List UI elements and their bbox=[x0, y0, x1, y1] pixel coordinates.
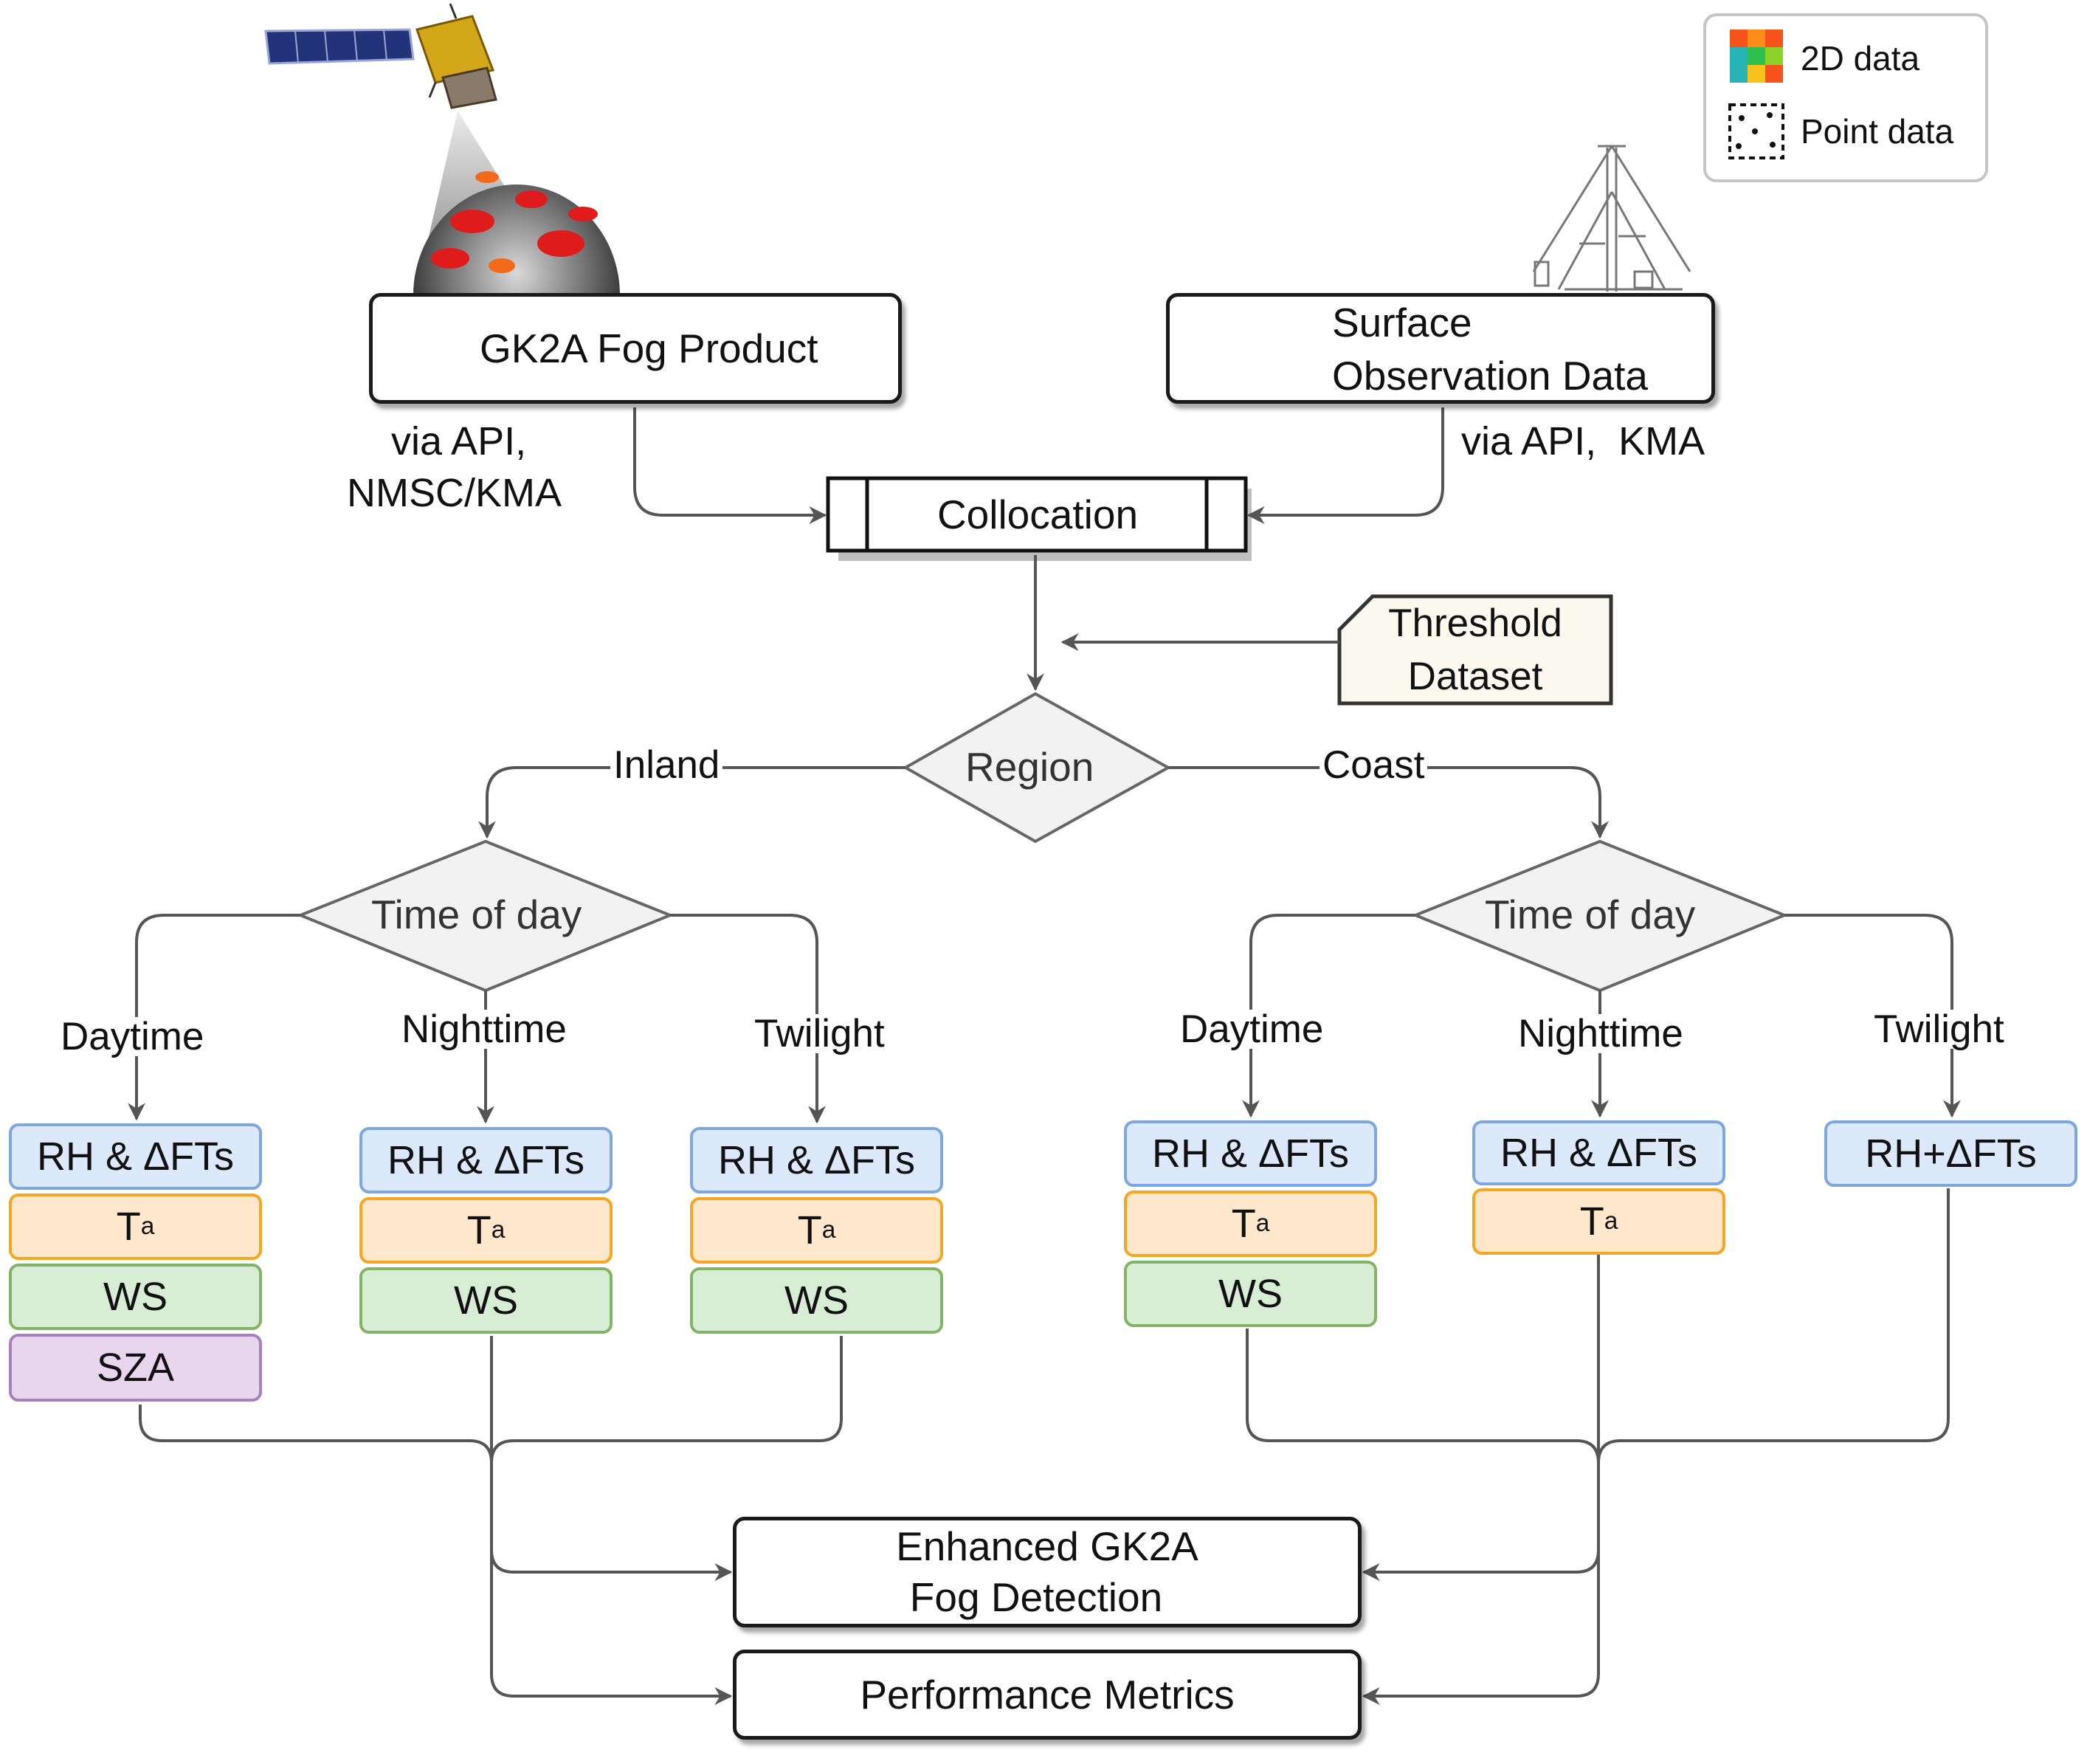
inland-time-of-day-label: Time of day bbox=[371, 892, 582, 937]
connector-inland-metrics bbox=[490, 1550, 733, 1705]
inland-daytime-label: Daytime bbox=[58, 1017, 207, 1056]
connector-coast-twilight bbox=[1784, 914, 1961, 1118]
coast-night-ta-sub: a bbox=[1604, 1207, 1618, 1235]
collocation-box bbox=[826, 476, 1252, 561]
satellite-illustration bbox=[264, 3, 620, 294]
inland-label: Inland bbox=[610, 745, 723, 785]
gk2a-fog-product-label: GK2A Fog Product bbox=[480, 325, 818, 371]
coast-day-ws: WS bbox=[1124, 1261, 1377, 1327]
satellite-body bbox=[415, 3, 497, 109]
surface-label-line1: Surface bbox=[1332, 300, 1472, 345]
legend-2d-label: 2D data bbox=[1801, 39, 1920, 77]
coast-daytime-label: Daytime bbox=[1177, 1010, 1327, 1049]
gk2a-source-line1: via API, bbox=[391, 419, 527, 464]
connector-coast-daytime bbox=[1242, 914, 1415, 1118]
performance-metrics-box: Performance Metrics bbox=[733, 1650, 1362, 1740]
connector-coast-merge-left bbox=[1246, 1329, 1600, 1464]
inland-twilight-ws-text: WS bbox=[784, 1278, 849, 1323]
enhanced-fog-detection-box: Enhanced GK2A Fog Detection bbox=[733, 1517, 1362, 1627]
threshold-dataset-shape bbox=[1337, 594, 1613, 706]
inland-twilight-rh-dfts: RH & ΔFTs bbox=[690, 1127, 943, 1193]
coast-day-rh-dfts-text: RH & ΔFTs bbox=[1151, 1131, 1350, 1176]
inland-night-ws: WS bbox=[359, 1267, 613, 1334]
legend-point-label: Point data bbox=[1801, 112, 1954, 151]
coast-time-of-day-label: Time of day bbox=[1485, 892, 1696, 937]
connector-surface-collocation bbox=[1246, 407, 1444, 524]
enhanced-line2: Fog Detection bbox=[909, 1574, 1163, 1620]
coast-day-rh-dfts: RH & ΔFTs bbox=[1124, 1120, 1377, 1187]
surface-observation-box: Surface Observation Data bbox=[1166, 293, 1715, 404]
inland-day-ta-sub: a bbox=[140, 1213, 155, 1240]
connector-inland-daytime bbox=[128, 914, 300, 1121]
enhanced-line1: Enhanced GK2A bbox=[896, 1523, 1198, 1570]
coast-twilight-label: Twilight bbox=[1871, 1010, 2007, 1049]
inland-twilight-rh-dfts-text: RH & ΔFTs bbox=[717, 1138, 916, 1182]
inland-day-ws: WS bbox=[9, 1264, 262, 1330]
connector-region-inland bbox=[478, 766, 905, 839]
inland-night-ta-main: T bbox=[466, 1208, 491, 1253]
connector-inland-twilight bbox=[670, 914, 826, 1124]
coast-label: Coast bbox=[1320, 745, 1428, 785]
connectors bbox=[128, 407, 1961, 1705]
connector-gk2a-collocation bbox=[633, 407, 827, 524]
earth-disk bbox=[413, 171, 620, 294]
connector-coast-enhanced bbox=[1362, 1255, 1600, 1581]
legend-point-icon bbox=[1728, 103, 1784, 159]
inland-twilight-label: Twilight bbox=[751, 1014, 888, 1053]
inland-day-ta-main: T bbox=[116, 1205, 141, 1249]
surface-source-label: via API, KMA bbox=[1461, 419, 1705, 464]
connector-coast-merge-right bbox=[1597, 1188, 1950, 1464]
solar-panel-left bbox=[264, 28, 415, 65]
inland-twilight-ws: WS bbox=[690, 1267, 943, 1334]
coast-twilight-rh-dfts: RH+ΔFTs bbox=[1824, 1120, 2077, 1187]
connector-inland-merge-right bbox=[490, 1336, 843, 1464]
performance-metrics-label: Performance Metrics bbox=[860, 1672, 1235, 1718]
threshold-dataset-label: Threshold Dataset bbox=[1339, 596, 1611, 703]
inland-day-rh-dfts-text: RH & ΔFTs bbox=[36, 1134, 235, 1179]
inland-day-rh-dfts: RH & ΔFTs bbox=[9, 1123, 262, 1190]
coast-night-ta-main: T bbox=[1579, 1199, 1604, 1244]
coast-day-ta-sub: a bbox=[1255, 1210, 1270, 1237]
gk2a-fog-product-box: GK2A Fog Product bbox=[369, 293, 902, 404]
region-label: Region bbox=[965, 744, 1094, 790]
inland-twilight-ta-sub: a bbox=[821, 1216, 836, 1244]
coast-night-rh-dfts-text: RH & ΔFTs bbox=[1500, 1131, 1698, 1175]
connector-region-coast bbox=[1168, 766, 1609, 839]
inland-twilight-ta-main: T bbox=[797, 1208, 822, 1253]
connector-inland-merge-left bbox=[139, 1405, 493, 1464]
surface-label-line2: Observation Data bbox=[1332, 352, 1648, 399]
legend-2d-icon bbox=[1730, 30, 1783, 83]
inland-night-rh-dfts: RH & ΔFTs bbox=[359, 1127, 613, 1193]
connector-inland-enhanced bbox=[490, 1336, 733, 1581]
inland-night-rh-dfts-text: RH & ΔFTs bbox=[387, 1138, 585, 1182]
coast-day-ta-main: T bbox=[1231, 1202, 1256, 1246]
coast-twilight-rh-dfts-text: RH+ΔFTs bbox=[1865, 1131, 2037, 1176]
inland-nighttime-label: Nighttime bbox=[399, 1010, 570, 1049]
collocation-label: Collocation bbox=[936, 492, 1139, 537]
observation-tower-illustration bbox=[1532, 145, 1691, 292]
threshold-line2: Dataset bbox=[1407, 654, 1543, 698]
coast-day-ws-text: WS bbox=[1218, 1272, 1283, 1316]
inland-night-ws-text: WS bbox=[454, 1278, 518, 1323]
coast-night-rh-dfts: RH & ΔFTs bbox=[1472, 1120, 1725, 1185]
gk2a-source-line2: NMSC/KMA bbox=[347, 471, 562, 515]
inland-day-ws-text: WS bbox=[103, 1275, 168, 1319]
coast-nighttime-label: Nighttime bbox=[1515, 1014, 1686, 1053]
inland-night-ta-sub: a bbox=[491, 1216, 506, 1244]
region-diamond bbox=[902, 692, 1172, 844]
inland-day-sza: SZA bbox=[9, 1334, 262, 1402]
inland-day-sza-text: SZA bbox=[96, 1346, 175, 1390]
connector-coast-metrics bbox=[1362, 1550, 1600, 1705]
threshold-line1: Threshold bbox=[1388, 601, 1562, 645]
